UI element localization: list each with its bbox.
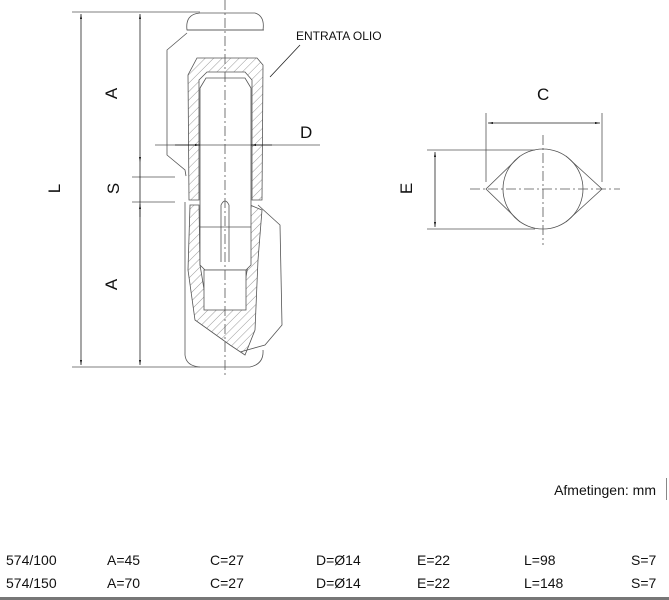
divider <box>0 597 669 600</box>
label-C: C <box>537 85 550 104</box>
label-A-top: A <box>102 87 122 100</box>
value-a: A=70 <box>107 575 141 591</box>
value-l: L=98 <box>524 552 556 568</box>
border-line <box>666 478 667 500</box>
value-d: D=Ø14 <box>316 552 361 568</box>
end-view <box>427 113 620 245</box>
value-e: E=22 <box>417 575 451 591</box>
value-c: C=27 <box>210 575 244 591</box>
value-c: C=27 <box>210 552 244 568</box>
label-D: D <box>300 123 313 142</box>
value-a: A=45 <box>107 552 141 568</box>
oil-inlet-leader <box>269 44 301 78</box>
label-A-bottom: A <box>102 278 122 291</box>
value-l: L=148 <box>524 575 564 591</box>
model: 574/150 <box>6 575 57 591</box>
value-d: D=Ø14 <box>316 575 361 591</box>
units-note: Afmetingen: mm <box>554 482 656 498</box>
label-S: S <box>104 182 124 195</box>
label-L: L <box>45 183 65 194</box>
oil-inlet-label: ENTRATA OLIO <box>296 29 382 43</box>
side-section-view <box>72 0 320 375</box>
value-s: S=7 <box>631 552 657 568</box>
label-E: E <box>397 182 417 195</box>
value-e: E=22 <box>417 552 451 568</box>
value-s: S=7 <box>631 575 657 591</box>
model: 574/100 <box>6 552 57 568</box>
